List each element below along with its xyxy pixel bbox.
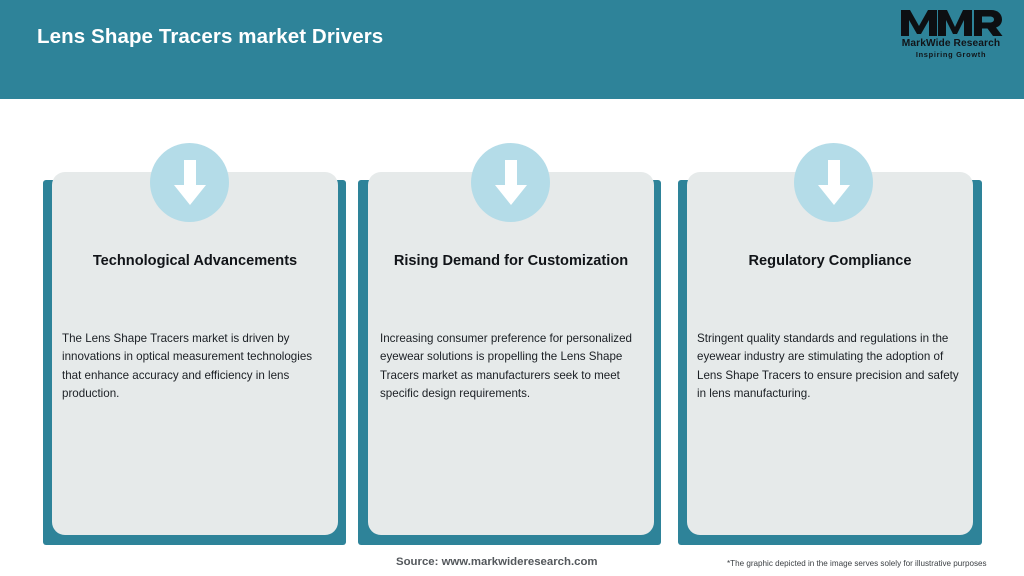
driver-card-1-body: The Lens Shape Tracers market is driven … <box>62 332 313 400</box>
driver-card-2-body: Increasing consumer preference for perso… <box>380 332 632 400</box>
logo-tagline: Inspiring Growth <box>915 50 987 59</box>
driver-card-2 <box>368 172 654 535</box>
driver-card-2-title: Rising Demand for Customization <box>393 253 629 269</box>
mwr-logomark-icon <box>901 10 1003 36</box>
brand-logo: MarkWide Research Inspiring Growth <box>890 7 1012 63</box>
logo-company-name: MarkWide Research <box>901 38 1001 49</box>
driver-card-3 <box>687 172 973 535</box>
disclaimer-note: *The graphic depicted in the image serve… <box>727 559 987 568</box>
page-title: Lens Shape Tracers market Drivers <box>37 25 384 48</box>
driver-card-1-title: Technological Advancements <box>92 253 298 269</box>
arrow-down-icon <box>471 143 550 222</box>
page-header <box>0 0 1024 99</box>
arrow-down-icon <box>794 143 873 222</box>
driver-card-1 <box>52 172 338 535</box>
source-attribution: Source: www.markwideresearch.com <box>396 556 598 568</box>
driver-card-3-title: Regulatory Compliance <box>748 253 912 269</box>
driver-card-3-body: Stringent quality standards and regulati… <box>697 332 959 400</box>
arrow-down-icon <box>150 143 229 222</box>
